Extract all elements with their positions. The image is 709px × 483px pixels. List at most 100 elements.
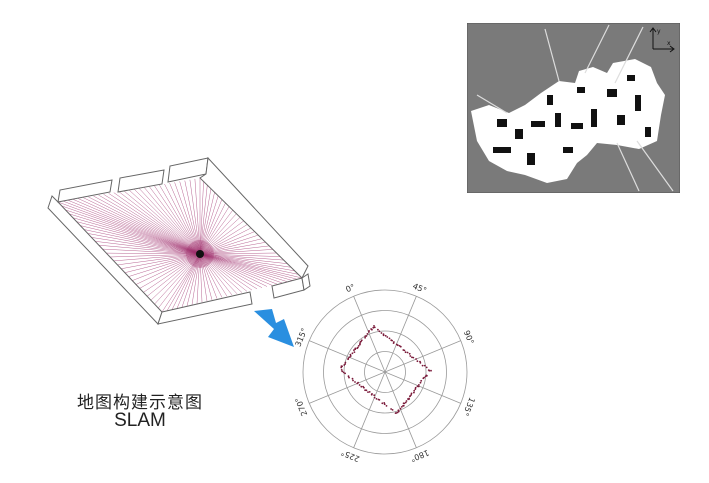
scan-point [408,352,411,355]
scan-point [380,332,383,334]
laser-ray [199,253,295,272]
laser-ray [109,253,201,258]
laser-ray [72,217,201,255]
scan-point [388,337,391,340]
polar-spoke [384,371,417,448]
scan-point [407,398,409,400]
laser-ray [199,209,234,255]
scan-point [399,345,402,348]
laser-ray [117,253,201,266]
laser-ray [98,194,201,255]
polar-spoke [384,371,461,404]
scan-point [424,375,427,378]
scan-point [342,371,345,374]
laser-ray [138,188,201,255]
scan-point [416,385,419,388]
laser-ray [158,253,201,309]
laser-ray [174,182,201,255]
map-axis-indicator [649,27,675,53]
laser-ray [199,253,303,279]
scan-point [344,361,347,364]
scan-point [353,351,356,353]
scan-point [396,344,399,347]
laser-ray [68,200,201,255]
polar-ring [364,351,406,393]
scan-point [391,409,394,411]
scan-point [409,395,411,398]
laser-ray [199,181,204,255]
laser-ray [93,195,201,255]
laser-ray [199,245,270,255]
scan-point [405,400,408,402]
laser-ray [199,192,215,255]
laser-ray [133,188,201,255]
scan-point [360,385,363,388]
scan-point [353,349,355,351]
laser-ray [128,253,201,277]
laser-ray [199,253,288,282]
polar-grid [302,289,468,455]
scan-point [341,365,343,368]
scan-point [347,375,350,378]
laser-ray [150,253,201,301]
laser-ray [199,213,237,255]
scan-point [368,330,370,332]
scan-point [373,325,375,327]
scan-point [414,388,417,390]
scan-point [360,339,363,342]
scan-point [386,336,389,338]
scan-point [404,401,407,404]
scan-point [348,356,351,358]
laser-ray [124,253,201,273]
wall-bottom [157,291,253,325]
scan-point [372,326,375,329]
scan-point [351,377,354,380]
scan-point [364,389,366,392]
laser-ray [199,253,253,291]
laser-ray [199,253,293,281]
scan-point [344,363,347,365]
laser-ray [169,183,201,255]
laser-ray [76,221,201,255]
laser-ray [113,192,201,255]
scan-point [340,369,343,371]
laser-ray [106,252,201,255]
wall-back-2 [117,169,165,193]
map-axis-x-label: x [667,40,671,47]
laser-ray [161,253,201,313]
laser-ray [154,253,201,305]
scan-point [391,339,393,342]
data-flow-arrow-icon [254,309,294,347]
wall-right-side [199,156,309,279]
laser-ray [199,242,266,255]
laser-ray [98,244,201,255]
laser-ray [108,193,201,255]
scan-point [357,345,360,347]
laser-ray [199,249,273,255]
laser-ray [61,205,201,255]
laser-ray [199,199,223,255]
scan-point [392,342,395,344]
scan-point [383,402,386,404]
caption-title-slam: SLAM [114,410,166,431]
scan-point [371,393,373,395]
laser-ray [199,253,258,290]
room-scan-diagram [47,156,311,325]
laser-ray [144,187,201,255]
scan-point [365,389,368,392]
laser-ray [199,253,273,286]
laser-ray [199,253,298,280]
scan-point [430,369,432,372]
laser-ray [199,253,248,292]
scan-point [347,357,350,360]
polar-angle-label: 225° [340,448,361,464]
laser-ray [196,253,201,304]
laser-ray [189,179,201,255]
laser-ray [102,248,201,255]
laser-ray [199,253,208,302]
scan-point [382,334,385,337]
scan-point [413,389,416,392]
polar-angle-label: 135° [461,396,477,417]
laser-ray [199,220,244,255]
laser-ray [199,253,218,299]
